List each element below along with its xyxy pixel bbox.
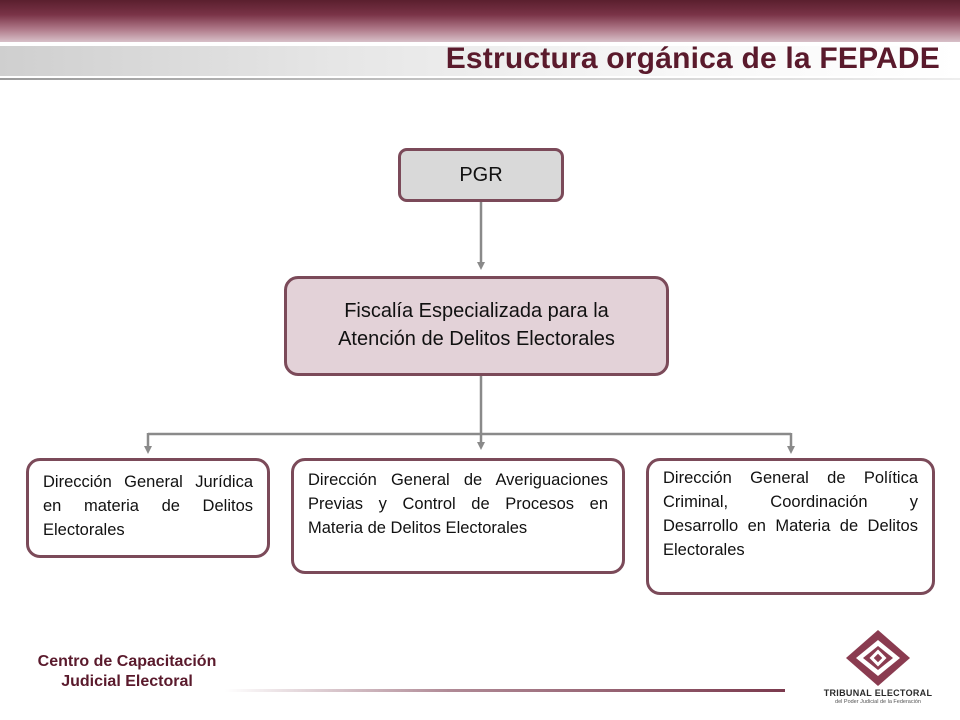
footer-institution: Centro de Capacitación Judicial Electora… — [20, 652, 234, 692]
footer-line-2: Judicial Electoral — [61, 673, 193, 690]
node-direccion-juridica: Dirección General Jurídica en materia de… — [26, 458, 270, 558]
footer-line-1: Centro de Capacitación — [37, 653, 217, 670]
node-pgr: PGR — [398, 148, 564, 202]
node-fepade-label: Fiscalía Especializada para la Atención … — [338, 300, 615, 350]
node-fepade: Fiscalía Especializada para la Atención … — [284, 276, 669, 376]
tribunal-electoral-logo-icon — [846, 630, 910, 686]
node-direccion-averiguaciones: Dirección General de Averiguaciones Prev… — [291, 458, 625, 574]
node-direccion-averiguaciones-label: Dirección General de Averiguaciones Prev… — [308, 471, 608, 537]
footer-rule — [225, 689, 785, 692]
header-bar — [0, 0, 960, 42]
logo-subtitle: del Poder Judicial de la Federación — [835, 699, 921, 705]
tribunal-electoral-logo: TRIBUNAL ELECTORAL del Poder Judicial de… — [808, 628, 948, 708]
title-band — [0, 46, 960, 76]
node-pgr-label: PGR — [459, 163, 503, 186]
node-direccion-politica-criminal-label: Dirección General de Política Criminal, … — [663, 469, 918, 559]
node-direccion-politica-criminal: Dirección General de Política Criminal, … — [646, 458, 935, 595]
title-underline — [0, 78, 960, 80]
slide-title: Estructura orgánica de la FEPADE — [445, 42, 940, 75]
logo-name: TRIBUNAL ELECTORAL — [823, 688, 933, 698]
node-direccion-juridica-label: Dirección General Jurídica en materia de… — [43, 473, 253, 539]
